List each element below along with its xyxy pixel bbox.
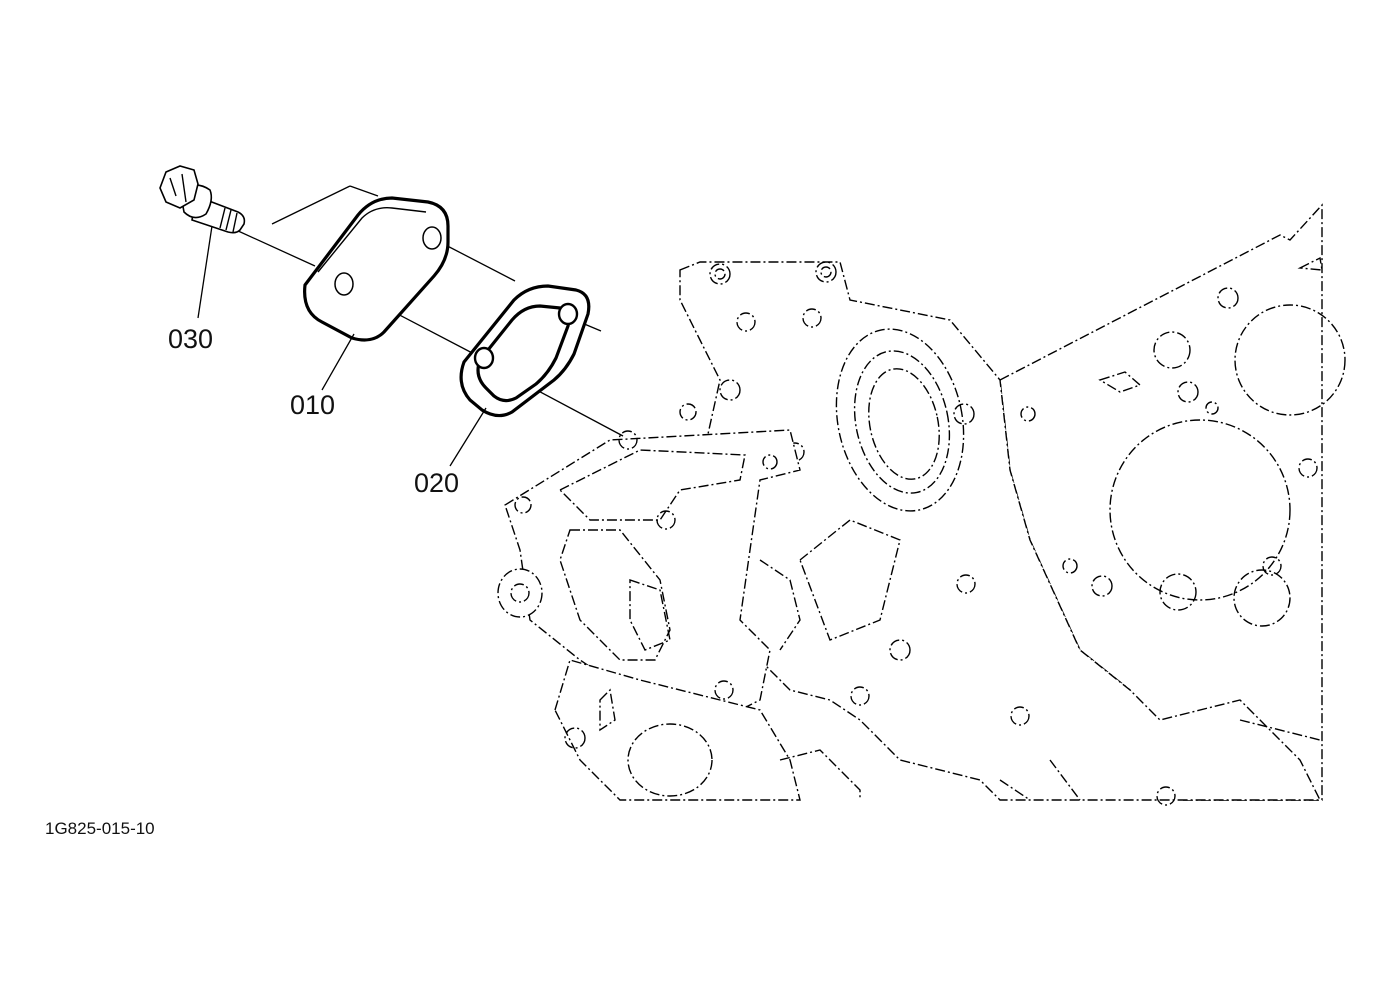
bolt-part — [159, 165, 246, 234]
callout-label-030: 030 — [168, 324, 213, 354]
cover-plate-part — [303, 196, 450, 342]
drawing-code: 1G825-015-10 — [45, 819, 155, 838]
gasket-part — [459, 284, 591, 418]
callout-label-010: 010 — [290, 390, 335, 420]
callout-leaders — [197, 225, 487, 467]
engine-block — [497, 203, 1346, 806]
callout-label-020: 020 — [414, 468, 459, 498]
